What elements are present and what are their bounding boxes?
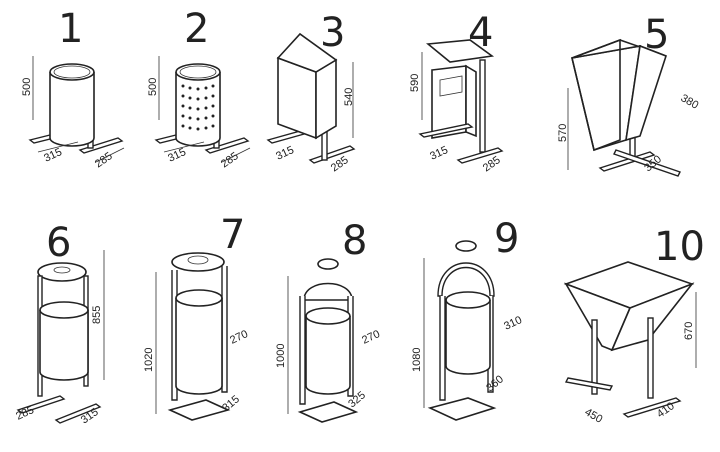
- bin-3: 3 540 315 285: [266, 10, 356, 174]
- bin-4-dim-width: 315: [428, 144, 450, 163]
- bin-3-dim-width: 315: [274, 144, 296, 163]
- bin-8-number: 8: [342, 218, 367, 264]
- bin-8-dim-top: 270: [360, 328, 382, 347]
- bin-2-dim-height: 500: [147, 78, 159, 96]
- bin-8-dim-height: 1000: [275, 344, 287, 368]
- bin-2-number: 2: [184, 6, 209, 52]
- bin-3-number: 3: [320, 10, 345, 56]
- bin-1-dim-height: 500: [21, 78, 33, 96]
- bin-6: 6 855 285 315: [14, 220, 105, 426]
- bin-2-dim-depth: 285: [219, 150, 241, 170]
- bin-7: 7 1020 270 315: [143, 212, 250, 421]
- bin-10-dim-height: 670: [683, 322, 695, 340]
- bin-4-dim-height: 590: [409, 74, 421, 92]
- bin-9-dim-top: 310: [502, 314, 524, 333]
- bin-5: 5 570 380 350: [557, 12, 701, 177]
- bin-7-dim-top: 270: [228, 328, 250, 347]
- bin-5-dim-height: 570: [557, 124, 569, 142]
- bin-9-dim-height: 1080: [411, 348, 423, 372]
- bin-1-dim-depth: 285: [93, 150, 115, 170]
- bin-2: 2 500 315 285: [147, 6, 251, 170]
- bin-9: 9 1080 310 360: [411, 216, 524, 421]
- bin-1-number: 1: [58, 6, 83, 52]
- bin-4-dim-depth: 285: [481, 154, 503, 174]
- bin-5-dim-top: 380: [679, 92, 701, 112]
- bin-10-dim-width: 450: [583, 406, 605, 426]
- bin-1: 1 500 315 285: [21, 6, 125, 170]
- bin-3-dim-height: 540: [343, 88, 355, 106]
- bin-8: 8 1000 270 325: [275, 218, 382, 423]
- bin-1-dim-width: 315: [42, 146, 64, 165]
- bin-9-number: 9: [494, 216, 519, 262]
- bin-6-dim-height: 855: [91, 306, 103, 324]
- bin-7-dim-height: 1020: [143, 348, 155, 372]
- bin-10-number: 10: [654, 224, 705, 270]
- bin-7-number: 7: [220, 212, 245, 258]
- bin-10: 10 670 450 410: [563, 224, 705, 426]
- bin-4: 4 590 315 285: [409, 10, 504, 174]
- bin-6-number: 6: [46, 220, 71, 266]
